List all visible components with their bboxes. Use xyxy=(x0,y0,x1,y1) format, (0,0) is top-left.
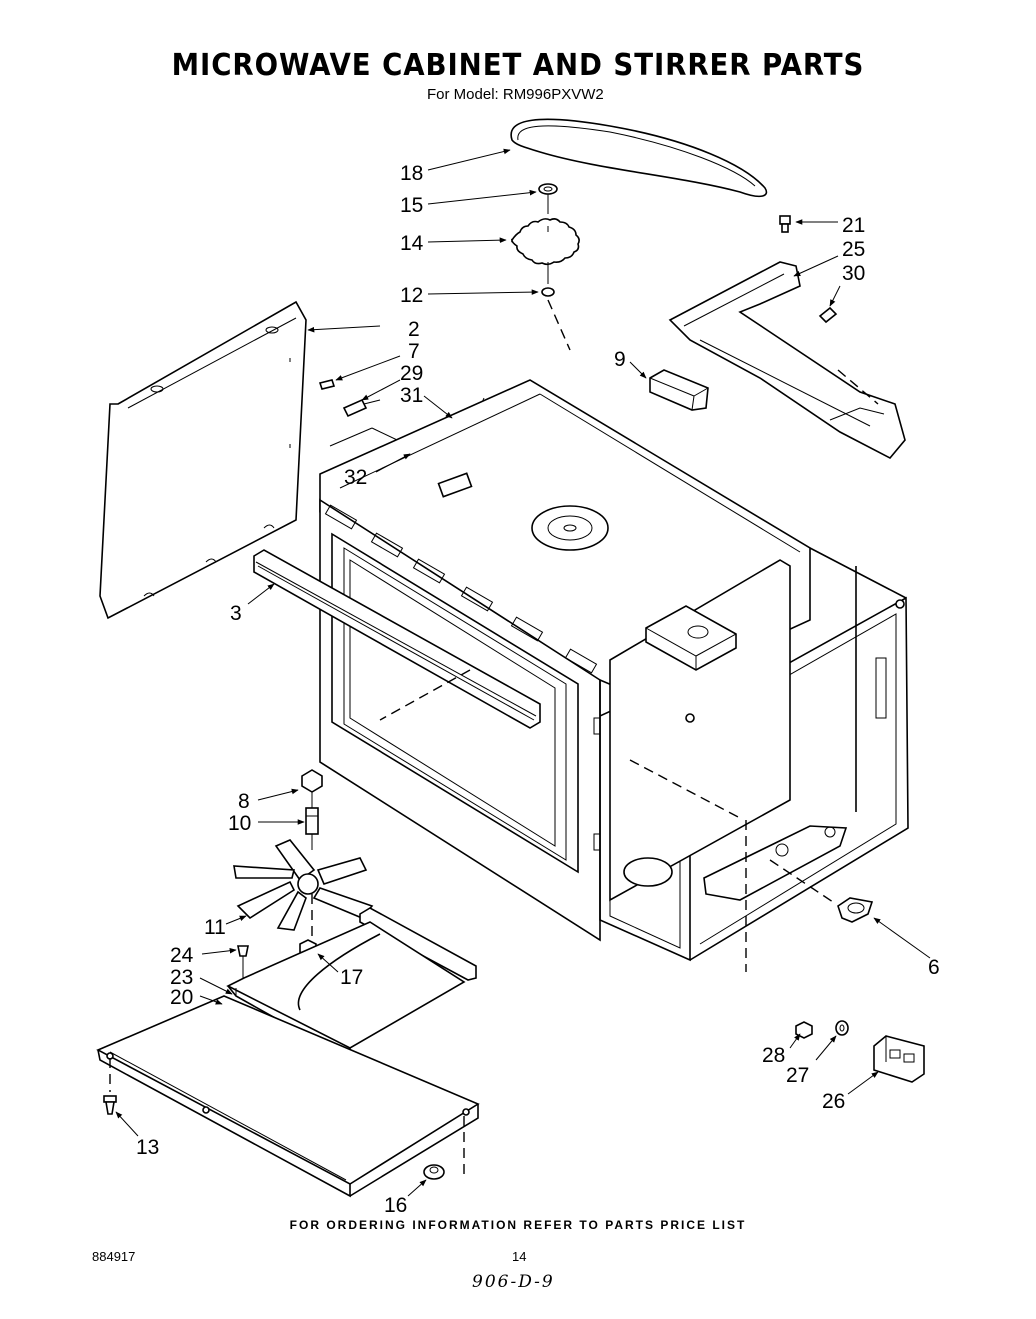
part-label-2: 2 xyxy=(408,318,420,341)
part-label-14: 14 xyxy=(400,232,424,255)
part-number-labels: 18 15 14 12 21 25 30 2 7 29 31 9 32 3 8 … xyxy=(136,162,940,1217)
part-label-12: 12 xyxy=(400,284,423,307)
screw-13-part xyxy=(103,1095,117,1115)
part-label-23: 23 xyxy=(170,966,193,989)
part-label-31: 31 xyxy=(400,384,423,407)
part-label-32: 32 xyxy=(344,466,367,489)
part-label-7: 7 xyxy=(408,340,420,363)
washer-27-part xyxy=(835,1020,849,1036)
handwritten-note: 906-D-9 xyxy=(472,1272,555,1292)
page-title: MICROWAVE CABINET AND STIRRER PARTS xyxy=(171,48,865,83)
part-label-9: 9 xyxy=(614,348,626,371)
part-label-28: 28 xyxy=(762,1044,785,1067)
part-label-8: 8 xyxy=(238,790,250,813)
foot-16-part xyxy=(423,1164,445,1180)
part-label-21: 21 xyxy=(842,214,865,237)
part-label-29: 29 xyxy=(400,362,423,385)
part-label-26: 26 xyxy=(822,1090,845,1113)
part-label-25: 25 xyxy=(842,238,865,261)
screw-30-part xyxy=(818,306,838,324)
part-label-6: 6 xyxy=(928,956,940,979)
part-label-13: 13 xyxy=(136,1136,159,1159)
part-label-11: 11 xyxy=(204,916,226,939)
part-label-30: 30 xyxy=(842,262,865,285)
base-plate-part xyxy=(96,995,480,1198)
block-9-part xyxy=(649,369,709,411)
ordering-info-note: FOR ORDERING INFORMATION REFER TO PARTS … xyxy=(289,1218,747,1232)
part-label-10: 10 xyxy=(228,812,251,835)
part-label-20: 20 xyxy=(170,986,193,1009)
part-label-16: 16 xyxy=(384,1194,407,1217)
cabinet-body xyxy=(319,379,909,972)
side-panel-part xyxy=(99,300,307,620)
screw-21-part xyxy=(779,215,791,233)
part-label-15: 15 xyxy=(400,194,423,217)
stirrer-nut-part xyxy=(541,287,571,351)
thermal-cutout-part xyxy=(769,859,874,923)
document-number: 884917 xyxy=(92,1249,136,1264)
part-label-3: 3 xyxy=(230,602,242,625)
top-bracket-part xyxy=(668,261,906,460)
shaft-assembly-parts xyxy=(301,769,323,850)
leader-lines xyxy=(115,148,931,1197)
part-label-17: 17 xyxy=(340,966,363,989)
model-subtitle: For Model: RM996PXVW2 xyxy=(427,86,604,103)
part-label-24: 24 xyxy=(170,944,194,967)
switch-26-part xyxy=(873,1035,925,1083)
fan-blade-part xyxy=(233,839,374,940)
page-number: 14 xyxy=(512,1249,527,1264)
stirrer-belt-part xyxy=(510,118,768,198)
stirrer-blade-part xyxy=(511,218,580,284)
seal-strip-part xyxy=(253,549,541,729)
part-label-27: 27 xyxy=(786,1064,809,1087)
stirrer-washer-part xyxy=(538,183,558,214)
part-label-18: 18 xyxy=(400,162,423,185)
